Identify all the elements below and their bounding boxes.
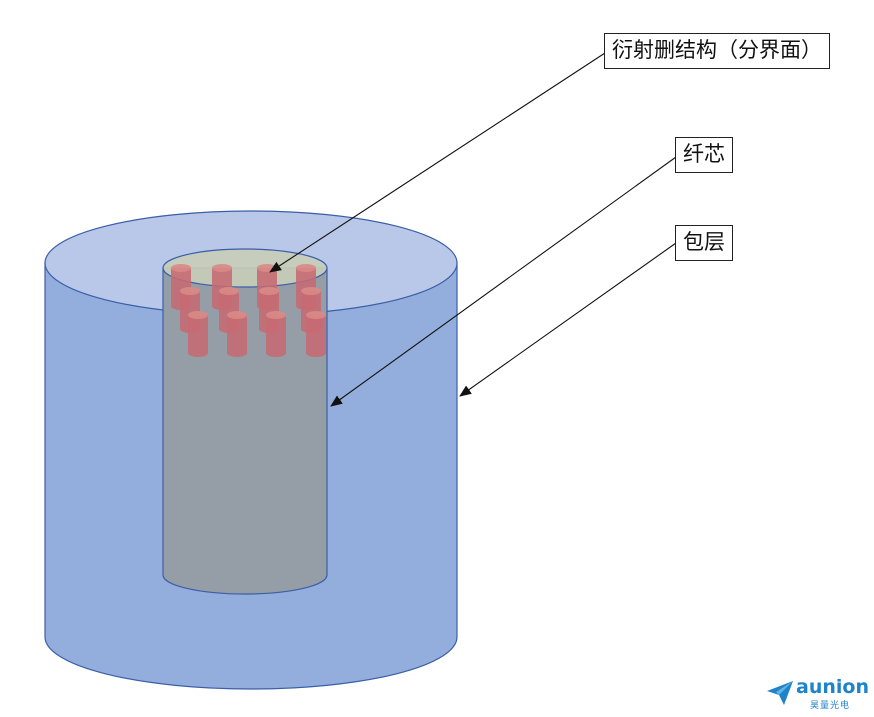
cladding-leader-line [459, 242, 677, 397]
logo-wordmark: aunion [796, 676, 869, 698]
grating-rods [171, 264, 326, 357]
grating-rod-top-r1-c3 [257, 264, 277, 272]
grating-leader-line [269, 52, 606, 273]
grating-rod-top-r3-c2 [227, 311, 247, 319]
core-label: 纤芯 [675, 137, 733, 173]
grating-rod-top-r1-c4 [296, 264, 316, 272]
grating-rod-top-r3-c1 [188, 311, 208, 319]
core-leader-line [330, 156, 677, 407]
grating-rod-r3-c3 [266, 315, 286, 357]
cladding-label: 包层 [675, 225, 733, 261]
paper-plane-icon [767, 681, 793, 705]
grating-rod-top-r3-c3 [266, 311, 286, 319]
aunion-logo: aunion 昊量光电 [766, 676, 869, 712]
grating-rod-r3-c2 [227, 315, 247, 357]
grating-rod-top-r2-c2 [219, 287, 239, 295]
leader-lines [269, 52, 677, 407]
logo-subtitle: 昊量光电 [810, 701, 851, 711]
grating-rod-top-r2-c1 [180, 287, 200, 295]
grating-rod-top-r3-c4 [306, 311, 326, 319]
grating-rod-top-r1-c2 [212, 264, 232, 272]
grating-rod-r3-c1 [188, 315, 208, 357]
grating-label: 衍射删结构（分界面） [604, 33, 830, 69]
core-top-face [162, 248, 328, 288]
grating-rod-top-r2-c3 [259, 287, 279, 295]
grating-rod-r3-c4 [306, 315, 326, 357]
grating-rod-top-r1-c1 [171, 264, 191, 272]
grating-rod-top-r2-c4 [301, 287, 321, 295]
